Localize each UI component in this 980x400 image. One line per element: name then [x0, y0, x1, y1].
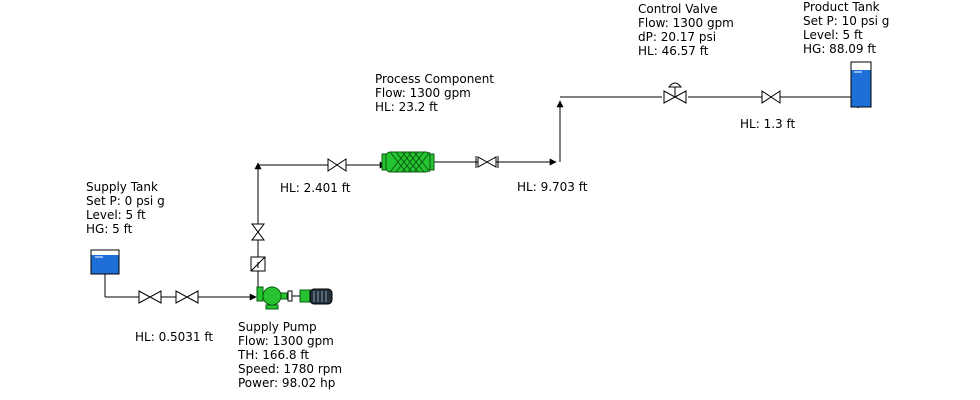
- supply-pump-label: Supply Pump Flow: 1300 gpm TH: 166.8 ft …: [238, 320, 342, 390]
- control-valve-dp: dP: 20.17 psi: [638, 30, 717, 44]
- check-valve-icon[interactable]: [250, 256, 266, 272]
- supply-pump-th: TH: 166.8 ft: [238, 348, 310, 362]
- product-tank-level: Level: 5 ft: [803, 28, 863, 42]
- product-tank-label: Product Tank Set P: 10 psi g Level: 5 ft…: [803, 0, 889, 56]
- supply-tank-icon[interactable]: [90, 249, 120, 275]
- supply-pump-icon[interactable]: [256, 286, 311, 310]
- control-valve-hl: HL: 46.57 ft: [638, 44, 709, 58]
- supply-tank-name: Supply Tank: [86, 180, 158, 194]
- discharge-pipe-hl: HL: 2.401 ft: [280, 181, 351, 195]
- supply-tank-level: Level: 5 ft: [86, 208, 146, 222]
- process-outlet-valve-icon[interactable]: [475, 156, 499, 168]
- suction-valve-2-icon[interactable]: [175, 290, 199, 304]
- product-inlet-pipe-hl: HL: 1.3 ft: [740, 117, 796, 131]
- supply-pump-power: Power: 98.02 hp: [238, 376, 336, 390]
- discharge-valve-vertical-icon[interactable]: [251, 223, 265, 241]
- process-component-icon[interactable]: [381, 151, 435, 173]
- product-tank-hg: HG: 88.09 ft: [803, 42, 877, 56]
- process-component-label: Process Component Flow: 1300 gpm HL: 23.…: [375, 72, 494, 114]
- product-tank-set-p: Set P: 10 psi g: [803, 14, 890, 28]
- pump-motor-icon[interactable]: [309, 288, 333, 305]
- supply-pump-speed: Speed: 1780 rpm: [238, 362, 343, 376]
- process-component-hl: HL: 23.2 ft: [375, 100, 438, 114]
- product-tank-icon[interactable]: [850, 61, 872, 108]
- control-valve-icon[interactable]: [663, 82, 687, 104]
- supply-pump-name: Supply Pump: [238, 320, 317, 334]
- discharge-valve-horizontal-icon[interactable]: [327, 158, 347, 172]
- suction-pipe-hl: HL: 0.5031 ft: [135, 330, 214, 344]
- control-valve-name: Control Valve: [638, 2, 718, 16]
- product-tank-name: Product Tank: [803, 0, 880, 14]
- supply-tank-hg: HG: 5 ft: [86, 222, 133, 236]
- process-component-flow: Flow: 1300 gpm: [375, 86, 471, 100]
- process-component-name: Process Component: [375, 72, 495, 86]
- product-inlet-valve-icon[interactable]: [761, 90, 781, 104]
- supply-tank-label: Supply Tank Set P: 0 psi g Level: 5 ft H…: [86, 180, 165, 236]
- supply-tank-set-p: Set P: 0 psi g: [86, 194, 165, 208]
- process-outlet-pipe-hl: HL: 9.703 ft: [517, 180, 588, 194]
- supply-pump-flow: Flow: 1300 gpm: [238, 334, 334, 348]
- suction-valve-1-icon[interactable]: [138, 290, 162, 304]
- control-valve-flow: Flow: 1300 gpm: [638, 16, 734, 30]
- control-valve-label: Control Valve Flow: 1300 gpm dP: 20.17 p…: [638, 2, 734, 58]
